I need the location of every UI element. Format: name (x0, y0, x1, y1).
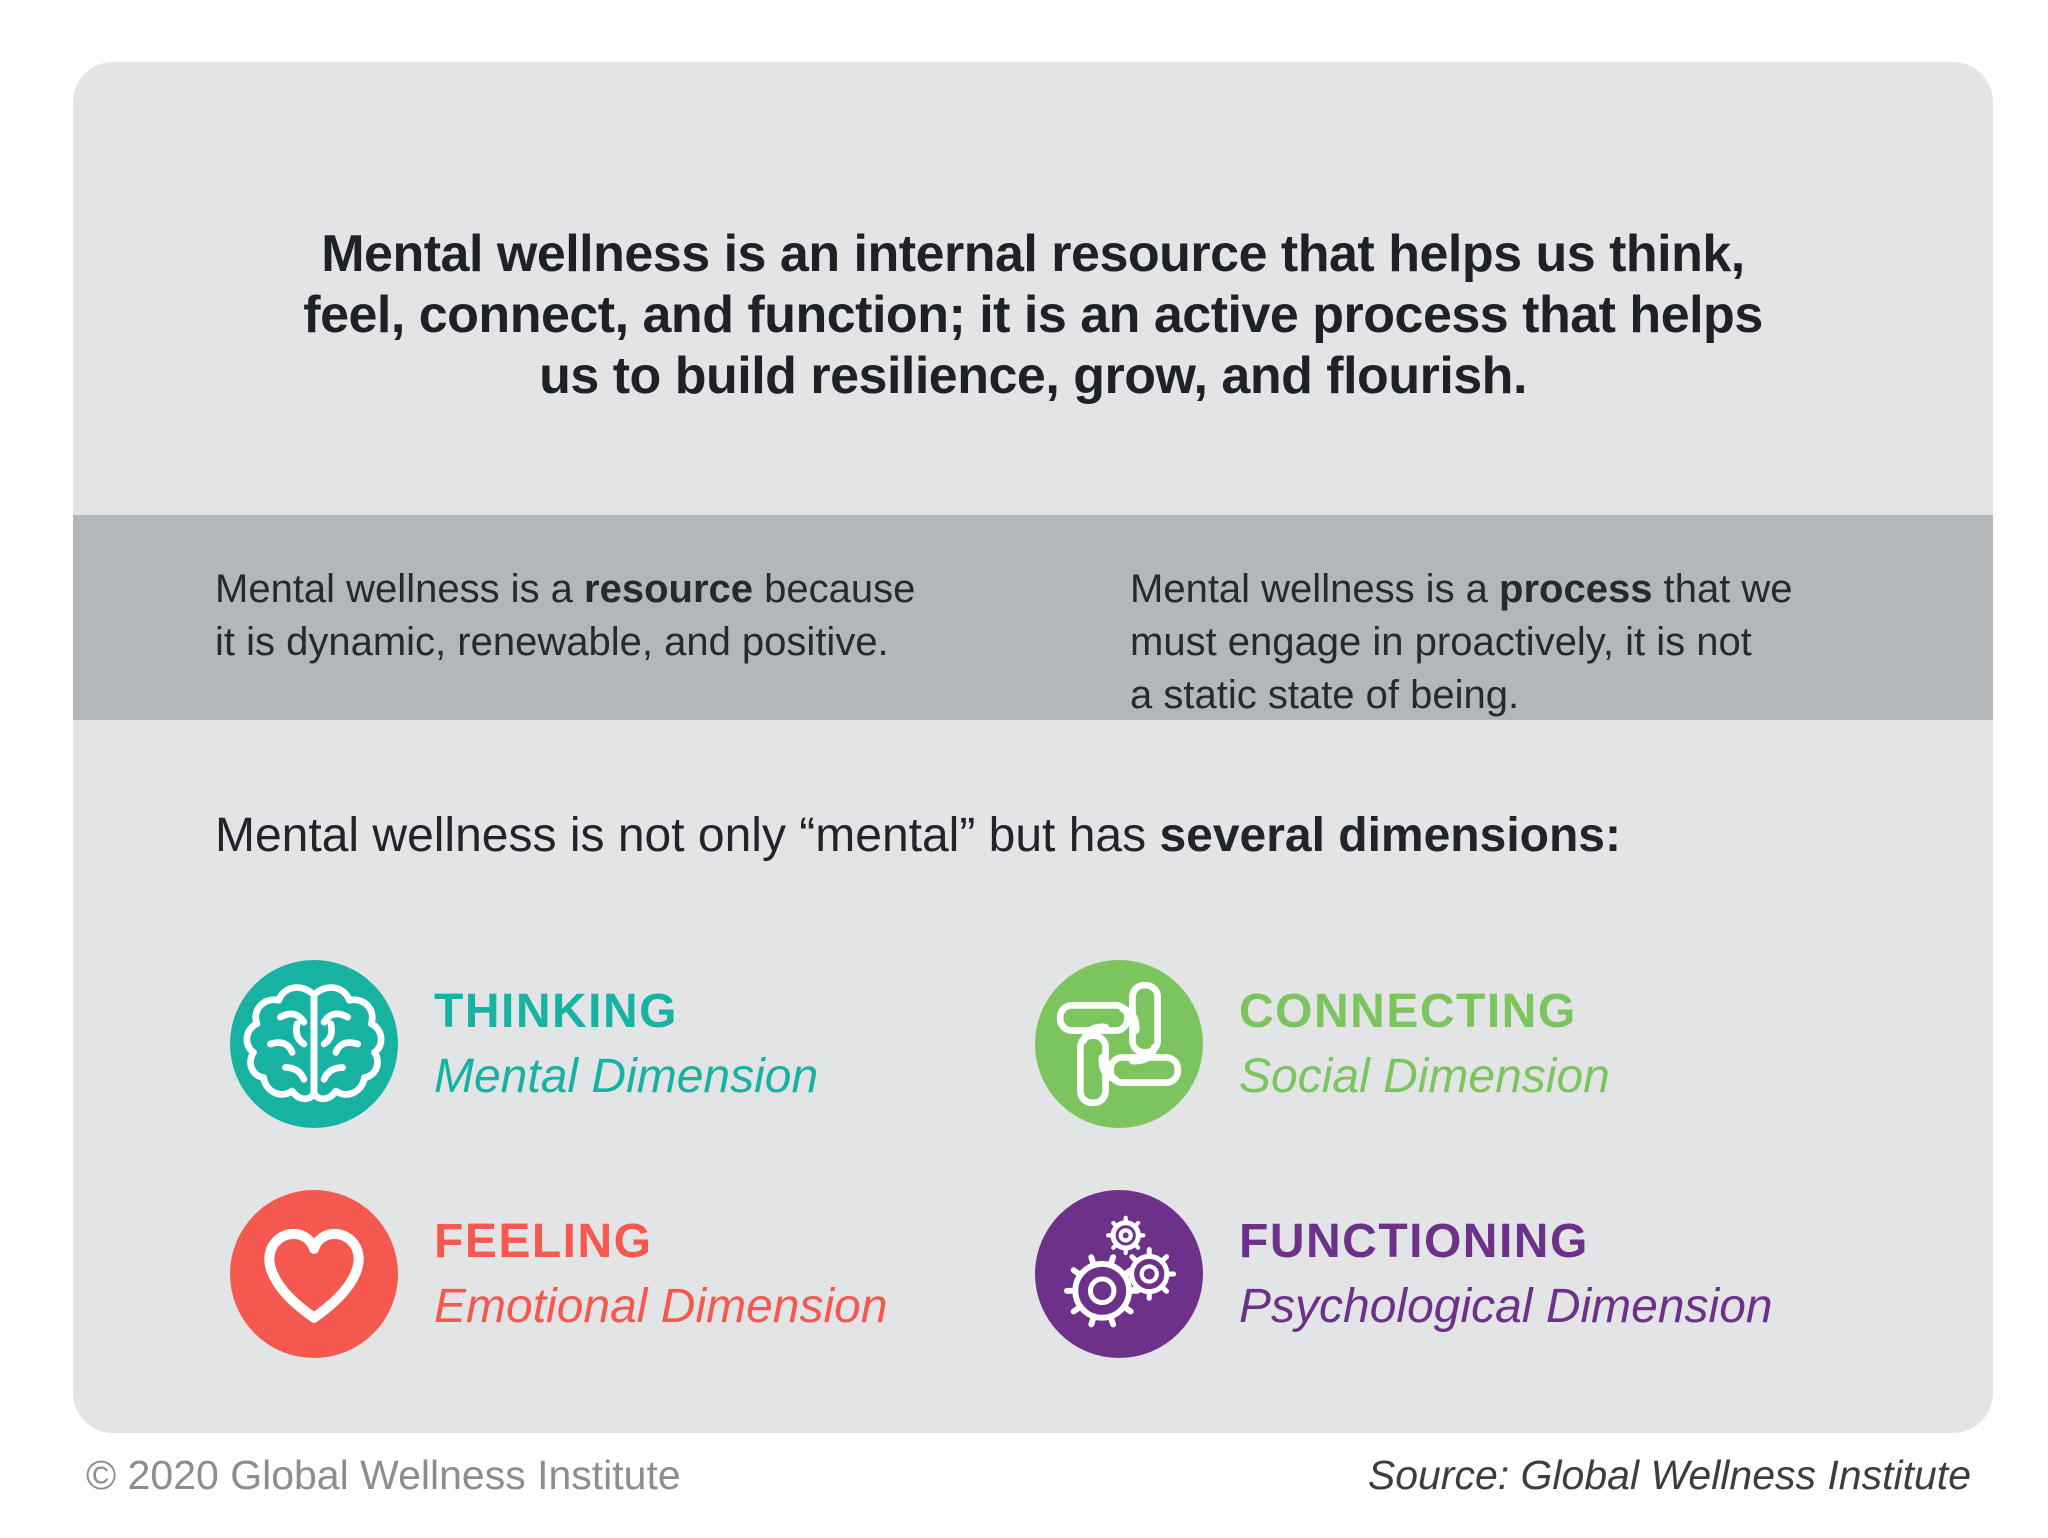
category-thinking-text: THINKING Mental Dimension (434, 984, 818, 1104)
category-functioning-label: FUNCTIONING (1239, 1215, 1589, 1268)
category-thinking-label: THINKING (434, 985, 678, 1038)
headline-line-3: us to build resilience, grow, and flouri… (539, 347, 1527, 405)
dimensions-heading-bold: several dimensions: (1159, 809, 1621, 862)
category-functioning-text: FUNCTIONING Psychological Dimension (1239, 1214, 1773, 1334)
resource-definition: Mental wellness is a resource because it… (215, 563, 1035, 669)
source-attribution: Source: Global Wellness Institute (1367, 1452, 1971, 1498)
category-connecting-label: CONNECTING (1239, 985, 1577, 1038)
category-connecting: CONNECTING Social Dimension (1035, 960, 1610, 1128)
process-definition: Mental wellness is a process that we mus… (1130, 563, 1950, 722)
headline: Mental wellness is an internal resource … (153, 224, 1913, 407)
process-definition-line2: must engage in proactively, it is not (1130, 620, 1752, 664)
resource-definition-text: Mental wellness is a (215, 567, 585, 611)
resource-keyword: resource (584, 567, 754, 611)
infographic-card: Mental wellness is an internal resource … (73, 62, 1993, 1433)
category-feeling: FEELING Emotional Dimension (230, 1190, 888, 1358)
resource-definition-line2: it is dynamic, renewable, and positive. (215, 620, 889, 664)
hands-icon (1035, 960, 1203, 1128)
resource-definition-text-cont: because (753, 567, 916, 611)
category-feeling-label: FEELING (434, 1215, 653, 1268)
process-definition-text: Mental wellness is a (1130, 567, 1500, 611)
category-feeling-dimension: Emotional Dimension (434, 1280, 888, 1333)
dimensions-heading: Mental wellness is not only “mental” but… (215, 808, 1621, 863)
heart-icon (230, 1190, 398, 1358)
gears-icon (1035, 1190, 1203, 1358)
brain-icon (230, 960, 398, 1128)
category-thinking: THINKING Mental Dimension (230, 960, 818, 1128)
category-functioning-dimension: Psychological Dimension (1239, 1280, 1773, 1333)
category-connecting-text: CONNECTING Social Dimension (1239, 984, 1610, 1104)
process-definition-line3: a static state of being. (1130, 673, 1520, 717)
category-feeling-text: FEELING Emotional Dimension (434, 1214, 888, 1334)
process-keyword: process (1499, 567, 1653, 611)
definition-band: Mental wellness is a resource because it… (73, 515, 1993, 720)
category-thinking-dimension: Mental Dimension (434, 1050, 819, 1103)
process-definition-text-cont: that we (1652, 567, 1793, 611)
headline-line-2: feel, connect, and function; it is an ac… (303, 286, 1763, 344)
category-functioning: FUNCTIONING Psychological Dimension (1035, 1190, 1773, 1358)
dimensions-heading-text: Mental wellness is not only “mental” but… (215, 809, 1160, 862)
category-connecting-dimension: Social Dimension (1239, 1050, 1610, 1103)
copyright-text: © 2020 Global Wellness Institute (86, 1452, 681, 1498)
headline-line-1: Mental wellness is an internal resource … (321, 225, 1745, 283)
